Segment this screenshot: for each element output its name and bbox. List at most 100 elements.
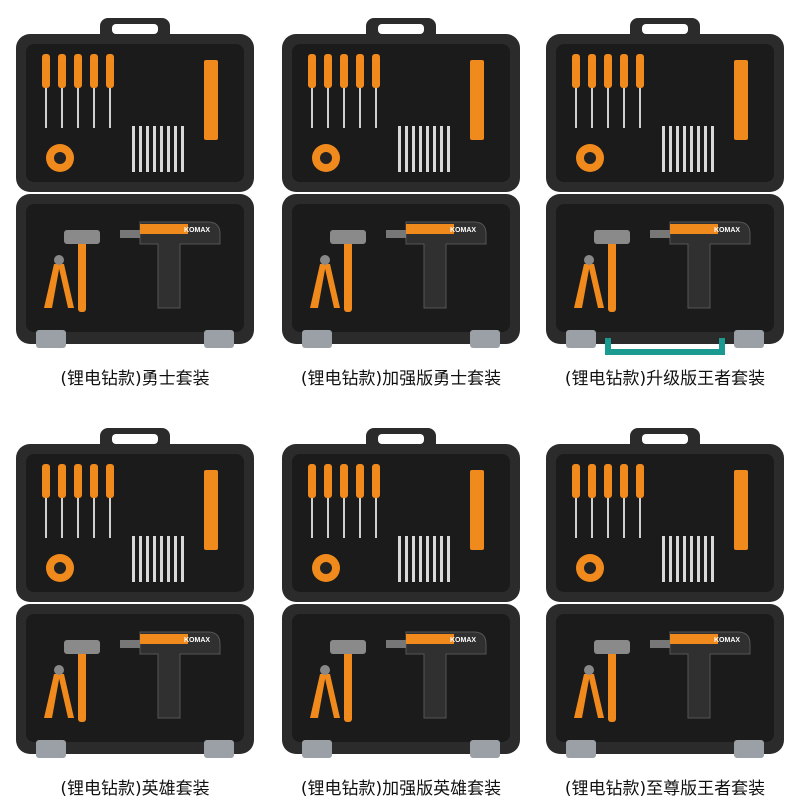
screwdriver-handle bbox=[588, 464, 596, 498]
drill-bit bbox=[174, 536, 177, 582]
screwdriver-handle bbox=[90, 464, 98, 498]
kit-card-4[interactable]: KOMAX(锂电钻款)英雄套装 bbox=[2, 410, 268, 810]
pliers-grip-right bbox=[324, 674, 340, 718]
spirit-level bbox=[204, 470, 218, 550]
brand-label: KOMAX bbox=[714, 637, 740, 644]
kit-card-1[interactable]: KOMAX(锂电钻款)勇士套装 bbox=[2, 0, 268, 400]
spirit-level bbox=[470, 60, 484, 140]
drill-chuck bbox=[386, 230, 406, 238]
tape-measure-center bbox=[584, 562, 596, 574]
drill-bit bbox=[426, 126, 429, 172]
screwdriver-shaft bbox=[591, 498, 593, 538]
pliers-grip-left bbox=[310, 264, 326, 308]
kit-card-3[interactable]: KOMAX(锂电钻款)升级版王者套装 bbox=[532, 0, 798, 400]
screwdriver-shaft bbox=[77, 88, 79, 128]
handle-grip-gap bbox=[378, 434, 424, 444]
screwdriver-shaft bbox=[311, 88, 313, 128]
screwdriver-shaft bbox=[375, 88, 377, 128]
pliers-grip-left bbox=[574, 674, 590, 718]
drill-bit bbox=[181, 536, 184, 582]
drill-bit bbox=[697, 536, 700, 582]
kit-card-5[interactable]: KOMAX (锂电钻款)加强版英雄套装 bbox=[268, 410, 534, 810]
drill-bit bbox=[419, 536, 422, 582]
tape-measure-center bbox=[54, 562, 66, 574]
drill-bit bbox=[160, 126, 163, 172]
pliers-grip-right bbox=[58, 674, 74, 718]
hammer-handle bbox=[608, 650, 616, 722]
drill-stripe bbox=[406, 634, 454, 644]
screwdriver-handle bbox=[620, 464, 628, 498]
hammer-handle bbox=[344, 240, 352, 312]
screwdriver-handle bbox=[572, 54, 580, 88]
drill-bit bbox=[167, 536, 170, 582]
drill-bit bbox=[690, 126, 693, 172]
cordless-drill bbox=[139, 221, 221, 309]
drill-bit bbox=[153, 126, 156, 172]
pliers-pivot bbox=[584, 255, 594, 265]
screwdriver-handle bbox=[372, 54, 380, 88]
cordless-drill bbox=[139, 631, 221, 719]
toolbox-case: KOMAX bbox=[546, 428, 784, 758]
toolbox-case: KOMAX bbox=[16, 428, 254, 758]
drill-stripe bbox=[140, 224, 188, 234]
drill-bit bbox=[146, 126, 149, 172]
latch-1 bbox=[566, 740, 596, 758]
handle-grip-gap bbox=[112, 434, 158, 444]
hammer-handle bbox=[608, 240, 616, 312]
screwdriver-handle bbox=[620, 54, 628, 88]
pliers-pivot bbox=[320, 255, 330, 265]
screwdriver-handle bbox=[604, 54, 612, 88]
pliers-grip-left bbox=[44, 674, 60, 718]
drill-bit bbox=[405, 126, 408, 172]
pliers-grip-right bbox=[58, 264, 74, 308]
kit-caption: (锂电钻款)至尊版王者套装 bbox=[564, 779, 766, 799]
kit-card-6[interactable]: KOMAX (锂电钻款)至尊版王者套装 bbox=[532, 410, 798, 810]
toolbox-case: KOMAX bbox=[546, 18, 784, 355]
kit-card-2[interactable]: KOMAX (锂电钻款)加强版勇士套装 bbox=[268, 0, 534, 400]
screwdriver-handle bbox=[308, 464, 316, 498]
drill-bit bbox=[153, 536, 156, 582]
hammer-head bbox=[64, 640, 100, 654]
toolbox-case: KOMAX bbox=[16, 18, 254, 348]
kit-caption: (锂电钻款)加强版英雄套装 bbox=[300, 779, 502, 799]
tape-measure-center bbox=[584, 152, 596, 164]
screwdriver-shaft bbox=[375, 498, 377, 538]
latch-1 bbox=[302, 330, 332, 348]
drill-bit bbox=[711, 536, 714, 582]
toolbox-case: KOMAX bbox=[282, 428, 520, 758]
handle-grip-gap bbox=[642, 24, 688, 34]
kit-caption: (锂电钻款)加强版勇士套装 bbox=[300, 369, 502, 389]
screwdriver-shaft bbox=[575, 88, 577, 128]
drill-bit bbox=[697, 126, 700, 172]
screwdriver-handle bbox=[74, 54, 82, 88]
drill-bit bbox=[447, 536, 450, 582]
pliers-pivot bbox=[54, 665, 64, 675]
screwdriver-shaft bbox=[93, 498, 95, 538]
screwdriver-handle bbox=[308, 54, 316, 88]
screwdriver-handle bbox=[58, 54, 66, 88]
brand-label: KOMAX bbox=[450, 227, 476, 234]
screwdriver-handle bbox=[324, 464, 332, 498]
screwdriver-shaft bbox=[327, 498, 329, 538]
screwdriver-handle bbox=[90, 54, 98, 88]
latch-2 bbox=[734, 330, 764, 348]
latch-1 bbox=[36, 740, 66, 758]
screwdriver-handle bbox=[324, 54, 332, 88]
screwdriver-shaft bbox=[607, 88, 609, 128]
drill-bit bbox=[167, 126, 170, 172]
latch-2 bbox=[470, 740, 500, 758]
screwdriver-handle bbox=[604, 464, 612, 498]
hammer-handle bbox=[78, 650, 86, 722]
screwdriver-shaft bbox=[359, 88, 361, 128]
drill-bit bbox=[683, 126, 686, 172]
pliers-grip-left bbox=[44, 264, 60, 308]
screwdriver-handle bbox=[356, 464, 364, 498]
drill-bit bbox=[662, 536, 665, 582]
drill-stripe bbox=[670, 224, 718, 234]
drill-bit bbox=[704, 536, 707, 582]
screwdriver-shaft bbox=[61, 498, 63, 538]
spirit-level bbox=[734, 470, 748, 550]
pliers-pivot bbox=[320, 665, 330, 675]
latch-2 bbox=[204, 330, 234, 348]
drill-bit bbox=[669, 126, 672, 172]
